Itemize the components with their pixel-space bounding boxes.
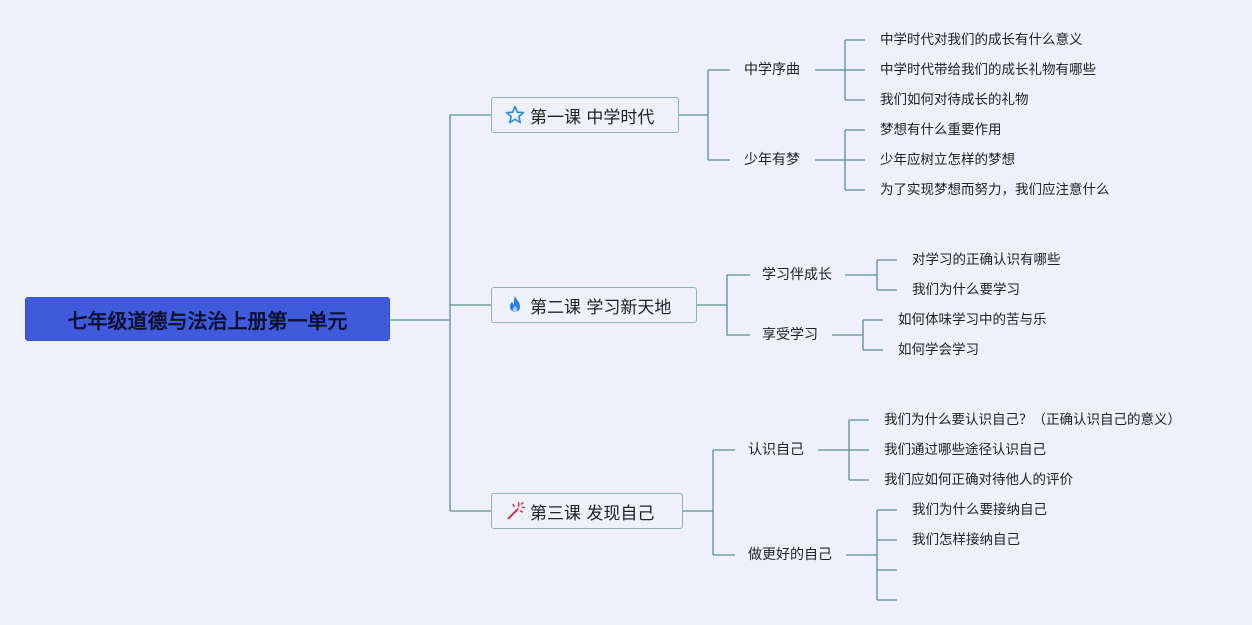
leaf-node[interactable]: 我们为什么要认识自己？（正确认识自己的意义） <box>884 412 1181 428</box>
leaf-node[interactable]: 如何学会学习 <box>898 342 979 358</box>
leaf-node[interactable]: 我们为什么要学习 <box>912 282 1020 298</box>
root-node[interactable]: 七年级道德与法治上册第一单元 <box>25 297 390 341</box>
topic-node[interactable]: 少年有梦 <box>744 152 800 168</box>
leaf-node[interactable]: 我们为什么要接纳自己 <box>912 502 1047 518</box>
lesson-title: 第一课 中学时代 <box>530 107 655 128</box>
lesson-node-3[interactable]: 第三课 发现自己 <box>491 493 683 529</box>
lesson-node-1[interactable]: 第一课 中学时代 <box>491 97 679 133</box>
topic-node[interactable]: 认识自己 <box>748 442 804 458</box>
topic-node[interactable]: 中学序曲 <box>744 62 800 78</box>
leaf-node[interactable]: 我们如何对待成长的礼物 <box>880 92 1029 108</box>
flame-icon <box>504 294 526 316</box>
lesson-title: 第二课 学习新天地 <box>530 297 672 318</box>
lesson-title: 第三课 发现自己 <box>530 503 655 524</box>
topic-node[interactable]: 享受学习 <box>762 327 818 343</box>
star-icon <box>504 104 526 126</box>
lesson-node-2[interactable]: 第二课 学习新天地 <box>491 287 697 323</box>
magic-wand-icon <box>504 500 526 522</box>
leaf-node[interactable]: 我们通过哪些途径认识自己 <box>884 442 1046 458</box>
leaf-node[interactable]: 为了实现梦想而努力，我们应注意什么 <box>880 182 1110 198</box>
leaf-node[interactable]: 中学时代对我们的成长有什么意义 <box>880 32 1083 48</box>
root-title: 七年级道德与法治上册第一单元 <box>67 308 348 333</box>
leaf-node[interactable]: 如何体味学习中的苦与乐 <box>898 312 1047 328</box>
leaf-node[interactable]: 少年应树立怎样的梦想 <box>880 152 1015 168</box>
leaf-node[interactable]: 中学时代带给我们的成长礼物有哪些 <box>880 62 1096 78</box>
leaf-node[interactable]: 我们怎样接纳自己 <box>912 532 1020 548</box>
leaf-node[interactable]: 对学习的正确认识有哪些 <box>912 252 1061 268</box>
leaf-node[interactable]: 我们应如何正确对待他人的评价 <box>884 472 1073 488</box>
topic-node[interactable]: 学习伴成长 <box>762 267 832 283</box>
leaf-node[interactable]: 梦想有什么重要作用 <box>880 122 1002 138</box>
topic-node[interactable]: 做更好的自己 <box>748 547 832 563</box>
